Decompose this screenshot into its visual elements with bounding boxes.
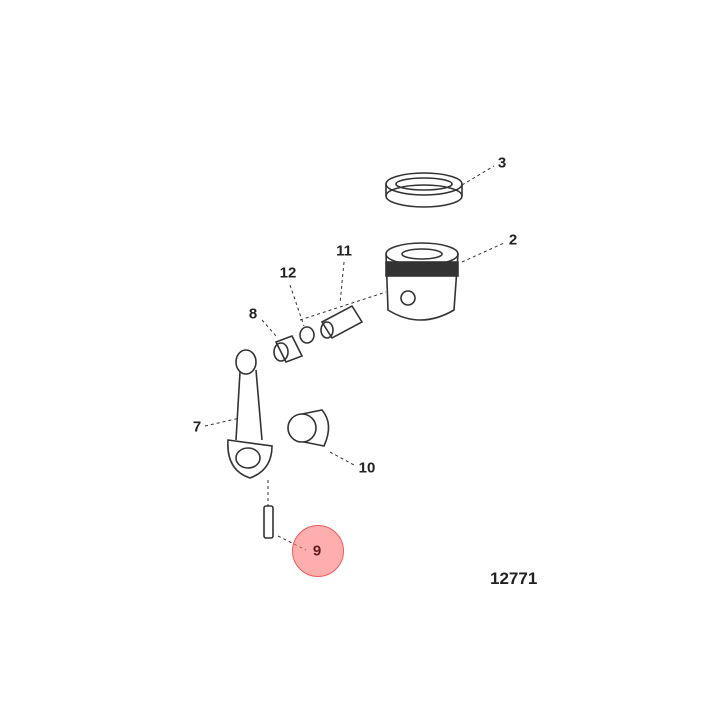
- piston-drawing: [385, 242, 459, 321]
- callout-10[interactable]: 10: [358, 459, 376, 477]
- piston-pin-drawing: [320, 304, 364, 340]
- callout-7[interactable]: 7: [192, 418, 202, 436]
- retaining-ring-drawing: [299, 326, 315, 344]
- callout-11[interactable]: 11: [336, 242, 352, 260]
- rod-bearing-drawing: [287, 409, 330, 447]
- callout-12[interactable]: 12: [279, 264, 297, 282]
- highlight-circle-9[interactable]: [292, 525, 344, 577]
- figure-number: 12771: [490, 569, 538, 588]
- piston-rings-drawing: [385, 172, 463, 208]
- callout-2[interactable]: 2: [508, 231, 518, 249]
- leader-lines: [204, 165, 505, 551]
- callout-9[interactable]: 9: [312, 542, 322, 560]
- callout-3[interactable]: 3: [497, 154, 507, 172]
- callout-8[interactable]: 8: [248, 305, 258, 323]
- connecting-rod-drawing: [227, 349, 274, 539]
- bushing-drawing: [273, 334, 304, 364]
